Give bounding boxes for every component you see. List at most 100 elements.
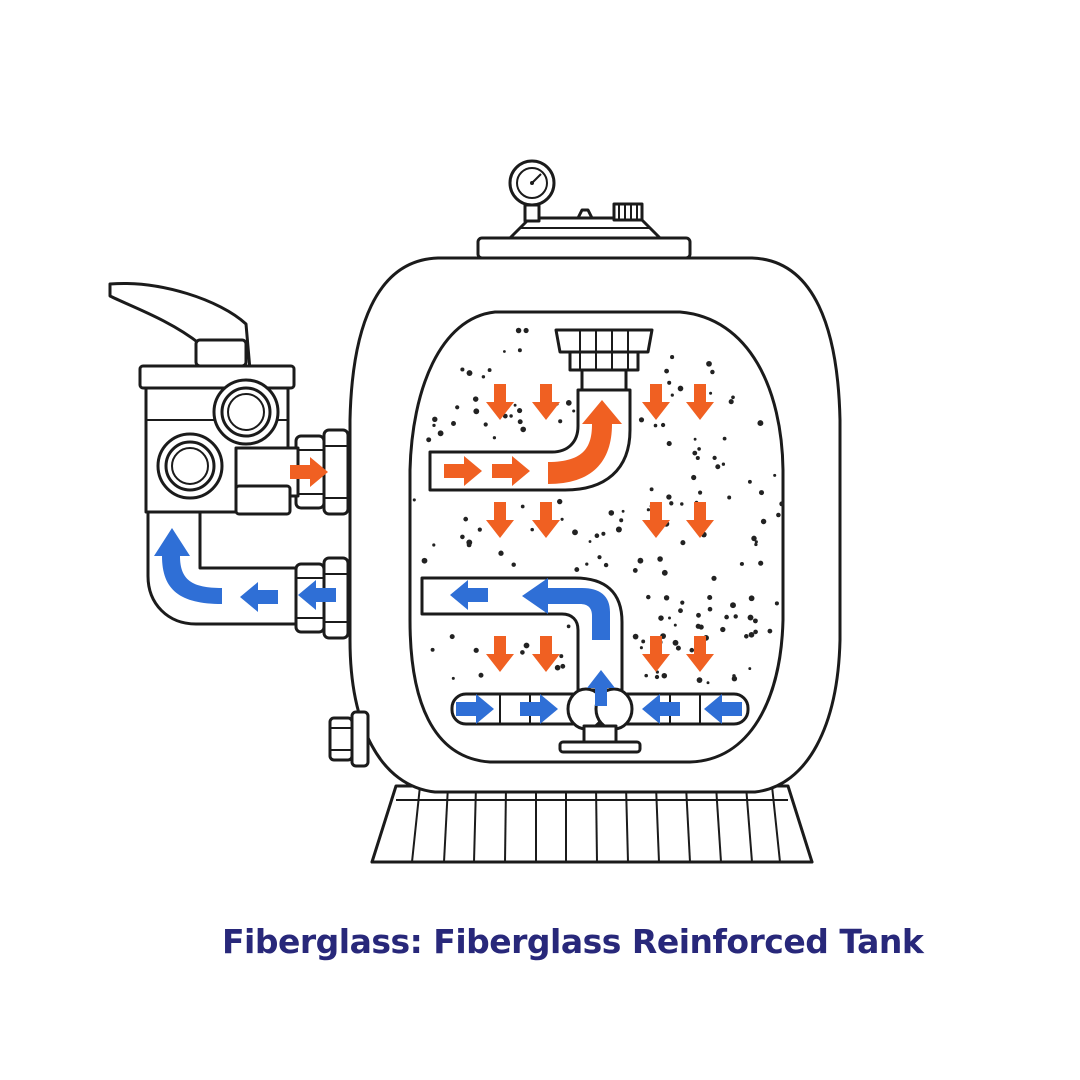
media-dot	[653, 423, 658, 428]
media-dot	[644, 673, 648, 678]
media-dot	[455, 405, 460, 410]
media-dot	[707, 594, 713, 601]
media-dot	[515, 327, 522, 334]
media-dot	[730, 602, 736, 609]
media-dot	[649, 487, 654, 492]
media-dot	[560, 517, 564, 521]
media-dot	[758, 490, 765, 496]
media-dot	[574, 567, 580, 573]
media-dot	[585, 562, 589, 566]
outflow-arrows	[154, 528, 742, 724]
media-dot	[722, 436, 727, 441]
media-dot	[732, 674, 736, 678]
media-dot	[530, 527, 534, 532]
media-dot	[639, 646, 643, 650]
media-dot	[460, 534, 465, 540]
media-dot	[710, 369, 715, 375]
media-dot	[451, 676, 455, 680]
drain-plug	[328, 710, 370, 768]
media-dot	[638, 417, 645, 423]
media-dot	[698, 490, 703, 495]
media-dot	[673, 623, 677, 627]
media-dot	[473, 647, 479, 653]
media-dot	[560, 663, 566, 669]
media-dot	[727, 495, 732, 500]
media-dot	[720, 626, 726, 633]
media-dot	[715, 464, 721, 470]
media-dot	[557, 498, 563, 505]
media-dot	[460, 367, 465, 372]
multiport-valve-icon	[108, 281, 300, 626]
media-dot	[751, 535, 757, 542]
media-dot	[478, 672, 484, 678]
media-dot	[695, 455, 700, 461]
media-dot	[663, 595, 670, 601]
diagram-caption: Fiberglass: Fiberglass Reinforced Tank	[222, 922, 924, 961]
media-dot	[672, 639, 679, 646]
media-dot	[594, 533, 600, 539]
media-dot	[754, 540, 758, 544]
outflow-elbow-arrow	[522, 578, 610, 640]
media-dot	[680, 502, 684, 506]
media-dot	[492, 436, 497, 440]
media-dot	[520, 650, 525, 655]
media-dot	[451, 421, 456, 426]
outflow-valve-elbow-arrow	[154, 528, 222, 604]
media-dot	[572, 529, 578, 536]
media-dot	[523, 327, 529, 334]
media-dot	[657, 556, 663, 562]
media-dot	[517, 419, 523, 425]
media-dot	[432, 543, 436, 547]
media-dot	[706, 681, 710, 685]
media-dot	[754, 542, 758, 547]
media-dot	[774, 601, 779, 606]
media-dot	[661, 569, 668, 576]
media-dot	[666, 441, 672, 447]
media-dot	[437, 430, 444, 437]
media-dot	[658, 615, 664, 621]
media-dot	[728, 399, 734, 405]
media-dot	[502, 413, 508, 419]
media-dot	[739, 562, 744, 566]
media-dot	[603, 562, 609, 568]
media-dot	[517, 348, 522, 353]
inflow-arrows	[290, 384, 714, 672]
media-dot	[619, 518, 624, 523]
media-dot	[509, 414, 513, 418]
media-dot	[597, 555, 602, 560]
media-dot	[412, 498, 416, 502]
media-dot	[632, 567, 638, 573]
top-distributor	[554, 328, 654, 392]
media-dot	[669, 501, 674, 506]
media-dot	[655, 670, 659, 674]
media-dot	[588, 540, 592, 543]
media-dot	[693, 437, 697, 441]
media-dot	[779, 501, 785, 507]
media-dot	[473, 408, 480, 415]
media-dot	[731, 395, 735, 400]
tank-lid	[476, 216, 692, 260]
media-dot	[757, 420, 764, 427]
outlet-union-fitting	[294, 556, 350, 640]
inflow-elbow-arrow	[548, 400, 622, 484]
media-dot	[747, 614, 754, 621]
media-dot	[487, 368, 492, 373]
filter-media-sand	[412, 327, 785, 685]
media-dot	[697, 447, 701, 451]
media-dot	[523, 642, 530, 649]
media-dot	[432, 423, 436, 428]
media-dot	[670, 355, 675, 360]
media-dot	[466, 542, 472, 548]
media-dot	[712, 455, 717, 461]
media-dot	[572, 409, 576, 413]
media-dot	[748, 631, 755, 638]
media-dot	[511, 562, 516, 567]
media-dot	[646, 594, 651, 600]
media-dot	[566, 624, 571, 629]
media-dot	[692, 450, 698, 456]
media-dot	[463, 516, 469, 522]
media-dot	[748, 595, 755, 602]
media-dot	[637, 557, 644, 564]
media-dot	[678, 608, 683, 614]
